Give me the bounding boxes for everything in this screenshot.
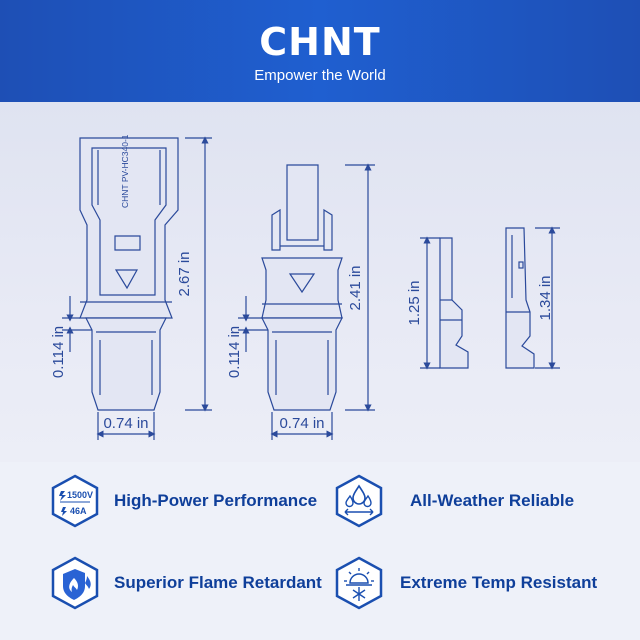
right-connector-outline [261,164,343,411]
feature-label: Extreme Temp Resistant [400,573,598,592]
feature-label: Superior Flame Retardant [114,573,322,592]
left-width-label: 0.74 in [103,415,148,432]
left-step-label: 0.114 in [50,326,67,378]
left-height-label: 2.67 in [176,251,193,296]
sun-snowflake-icon [335,556,383,610]
feature-label: High-Power Performance [114,491,318,510]
right-width-label: 0.74 in [279,415,324,432]
technical-drawing: CHNT PV-HC340-1 2.67 in 0.114 in 0.74 in… [50,134,560,440]
brand-tagline: Empower the World [254,67,386,84]
contact-pin-2-outline [505,227,535,369]
right-height-label: 2.41 in [347,265,364,310]
left-connector-outline [79,137,179,411]
right-step-label: 0.114 in [226,326,243,378]
features-area [0,462,640,640]
weather-drops-icon [335,474,383,528]
contact-pin-1-outline [439,237,469,369]
feature-all-weather: All-Weather Reliable [332,474,574,528]
header-banner: CHNT Empower the World [0,0,640,102]
feature-flame-retardant: Superior Flame Retardant [48,556,322,610]
current-rating: 46A [70,506,87,516]
feature-extreme-temp: Extreme Temp Resistant [332,556,597,610]
voltage-current-icon: 1500V 46A [51,474,99,528]
feature-label: All-Weather Reliable [410,491,575,510]
brand-logo: CHNT [259,20,381,64]
feature-high-power: 1500V 46A High-Power Performance [48,474,317,528]
voltage-rating: 1500V [67,490,93,500]
flame-shield-icon [51,556,99,610]
pin-1-length-label: 1.25 in [406,280,423,325]
product-marking: CHNT PV-HC340-1 [120,134,130,208]
pin-2-length-label: 1.34 in [537,275,554,320]
